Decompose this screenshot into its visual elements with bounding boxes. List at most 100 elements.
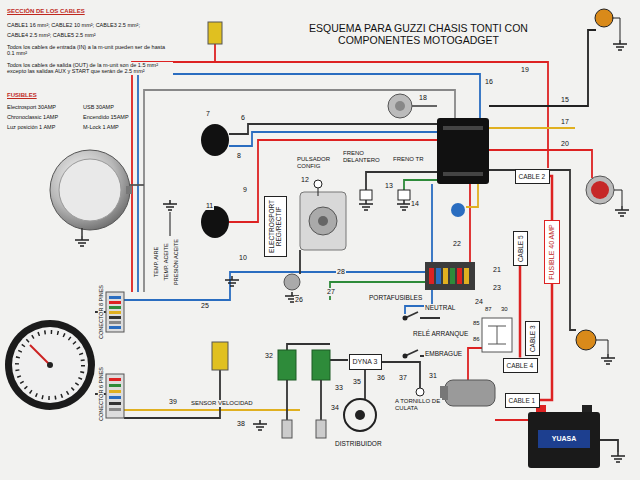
battery-brand: YUASA <box>551 435 578 443</box>
callout-number: 32 <box>264 352 274 360</box>
callout-number: 13 <box>384 182 394 190</box>
speed-sensor <box>212 342 228 370</box>
node-text-group: FUSIBLE 40 AMP <box>548 224 556 280</box>
cable-tag: CABLE 4 <box>503 358 538 373</box>
distributor <box>344 399 376 431</box>
brake-switch <box>398 190 410 200</box>
fuse-note: Electrosport 30AMP <box>6 104 57 110</box>
wire <box>612 18 620 40</box>
callout-number: 35 <box>352 378 362 386</box>
part-label: SENSOR VELOCIDAD <box>190 400 254 407</box>
headlight-shell <box>50 150 130 230</box>
cable-tag: CABLE 2 <box>515 169 550 184</box>
handlebar-switch <box>201 206 229 238</box>
ground-symbol <box>601 354 615 364</box>
brake-switch <box>360 190 372 200</box>
ground-symbols <box>75 40 629 462</box>
horn <box>388 94 412 118</box>
m-unit-detail <box>443 172 483 176</box>
connector-block <box>106 292 124 332</box>
part-label: RELÉ ARRANQUE <box>412 330 469 337</box>
callout-number: 11 <box>205 202 214 210</box>
components <box>201 9 622 468</box>
callout-number: 39 <box>168 398 178 406</box>
fuse <box>464 268 469 284</box>
pin-number: 86 <box>472 336 481 343</box>
speedometer <box>5 320 95 410</box>
pin-number: 85 <box>472 320 481 327</box>
callout-number: 6 <box>240 114 246 122</box>
callout-number: 18 <box>418 94 428 102</box>
node-text-group: CABLE 3 <box>528 325 535 352</box>
callout-number: 34 <box>330 404 340 412</box>
cable-tag: CABLE 5 <box>513 231 528 266</box>
node-text-group: CABLE 4 <box>507 362 534 369</box>
part-label: FRENO TR <box>392 156 425 163</box>
plug-lead <box>287 380 321 420</box>
callout-number: 7 <box>205 110 211 118</box>
wire <box>405 312 440 318</box>
fuse <box>436 268 441 284</box>
wire <box>318 188 319 196</box>
wire <box>169 212 171 236</box>
speedometer-needle <box>30 345 50 365</box>
wire <box>130 184 144 186</box>
ground-symbol <box>225 276 239 286</box>
diagram-title: ESQUEMA PARA GUZZI CHASIS TONTI CON COMP… <box>300 22 537 46</box>
config-button <box>314 180 322 188</box>
callout-number: 10 <box>238 254 248 262</box>
callout-number: 14 <box>410 200 420 208</box>
connector-pin <box>109 408 121 411</box>
ground-symbol <box>359 200 373 210</box>
node-label: ELECTROSPORT REG/RECTIF <box>267 200 282 253</box>
callout-number: 21 <box>492 266 502 274</box>
callout-number: 25 <box>200 302 210 310</box>
fuse-box: FUSIBLE 40 AMP <box>544 220 560 284</box>
callout-number: 26 <box>294 296 304 304</box>
ground-symbol <box>163 200 177 210</box>
note-text: CABLE1 16 mm²; CABLE2 10 mm²; CABLE3 2.5… <box>6 22 141 28</box>
turn-signal <box>595 9 613 27</box>
ignition-coil <box>278 350 296 380</box>
callout-number: 22 <box>452 240 462 248</box>
callout-number: 33 <box>334 384 344 392</box>
callout-number: 19 <box>520 66 530 74</box>
cable-tag: CABLE 3 <box>525 321 540 356</box>
connector-pin <box>109 296 121 299</box>
wire <box>124 409 300 411</box>
ignition-module-box: DYNA 3 <box>349 354 382 370</box>
wire <box>468 348 482 380</box>
wire <box>489 30 596 106</box>
speedometer-hub <box>47 362 53 368</box>
connector-label: CONECTOR 6 PINES <box>98 366 104 422</box>
m-unit <box>437 118 489 184</box>
connector-pin <box>109 316 121 319</box>
spark-plug <box>282 420 292 438</box>
connector-label: CONECTOR 8 PINES <box>98 284 104 340</box>
wire <box>614 190 622 206</box>
speedometer-face <box>12 327 88 403</box>
ignition-coil <box>312 350 330 380</box>
connector-strips <box>106 292 124 418</box>
callout-number: 12 <box>300 176 310 184</box>
headlight-mount <box>126 186 132 194</box>
connector-pin <box>109 402 121 405</box>
connector-pin <box>109 390 121 393</box>
fuse-holder <box>425 262 475 290</box>
connector-pin <box>109 311 121 314</box>
spark-plug <box>316 420 326 438</box>
section-heading: FUSIBLES <box>6 92 38 99</box>
node-text-group: CABLE 5 <box>516 235 523 262</box>
starter-motor <box>445 380 495 406</box>
fuse <box>457 268 462 284</box>
callout-number: 36 <box>376 374 386 382</box>
note-text: Todos los cables de salida (OUT) de la m… <box>6 62 173 75</box>
wire <box>138 74 480 292</box>
fuse-note: M-Lock 1 AMP <box>82 124 120 130</box>
wire <box>144 90 455 292</box>
node-text-group: CABLE 2 <box>519 173 546 180</box>
wire <box>495 419 528 421</box>
regulator-box: ELECTROSPORT REG/RECTIF <box>264 196 287 257</box>
speedometer-bezel <box>5 320 95 410</box>
battery-label-band <box>538 430 590 448</box>
